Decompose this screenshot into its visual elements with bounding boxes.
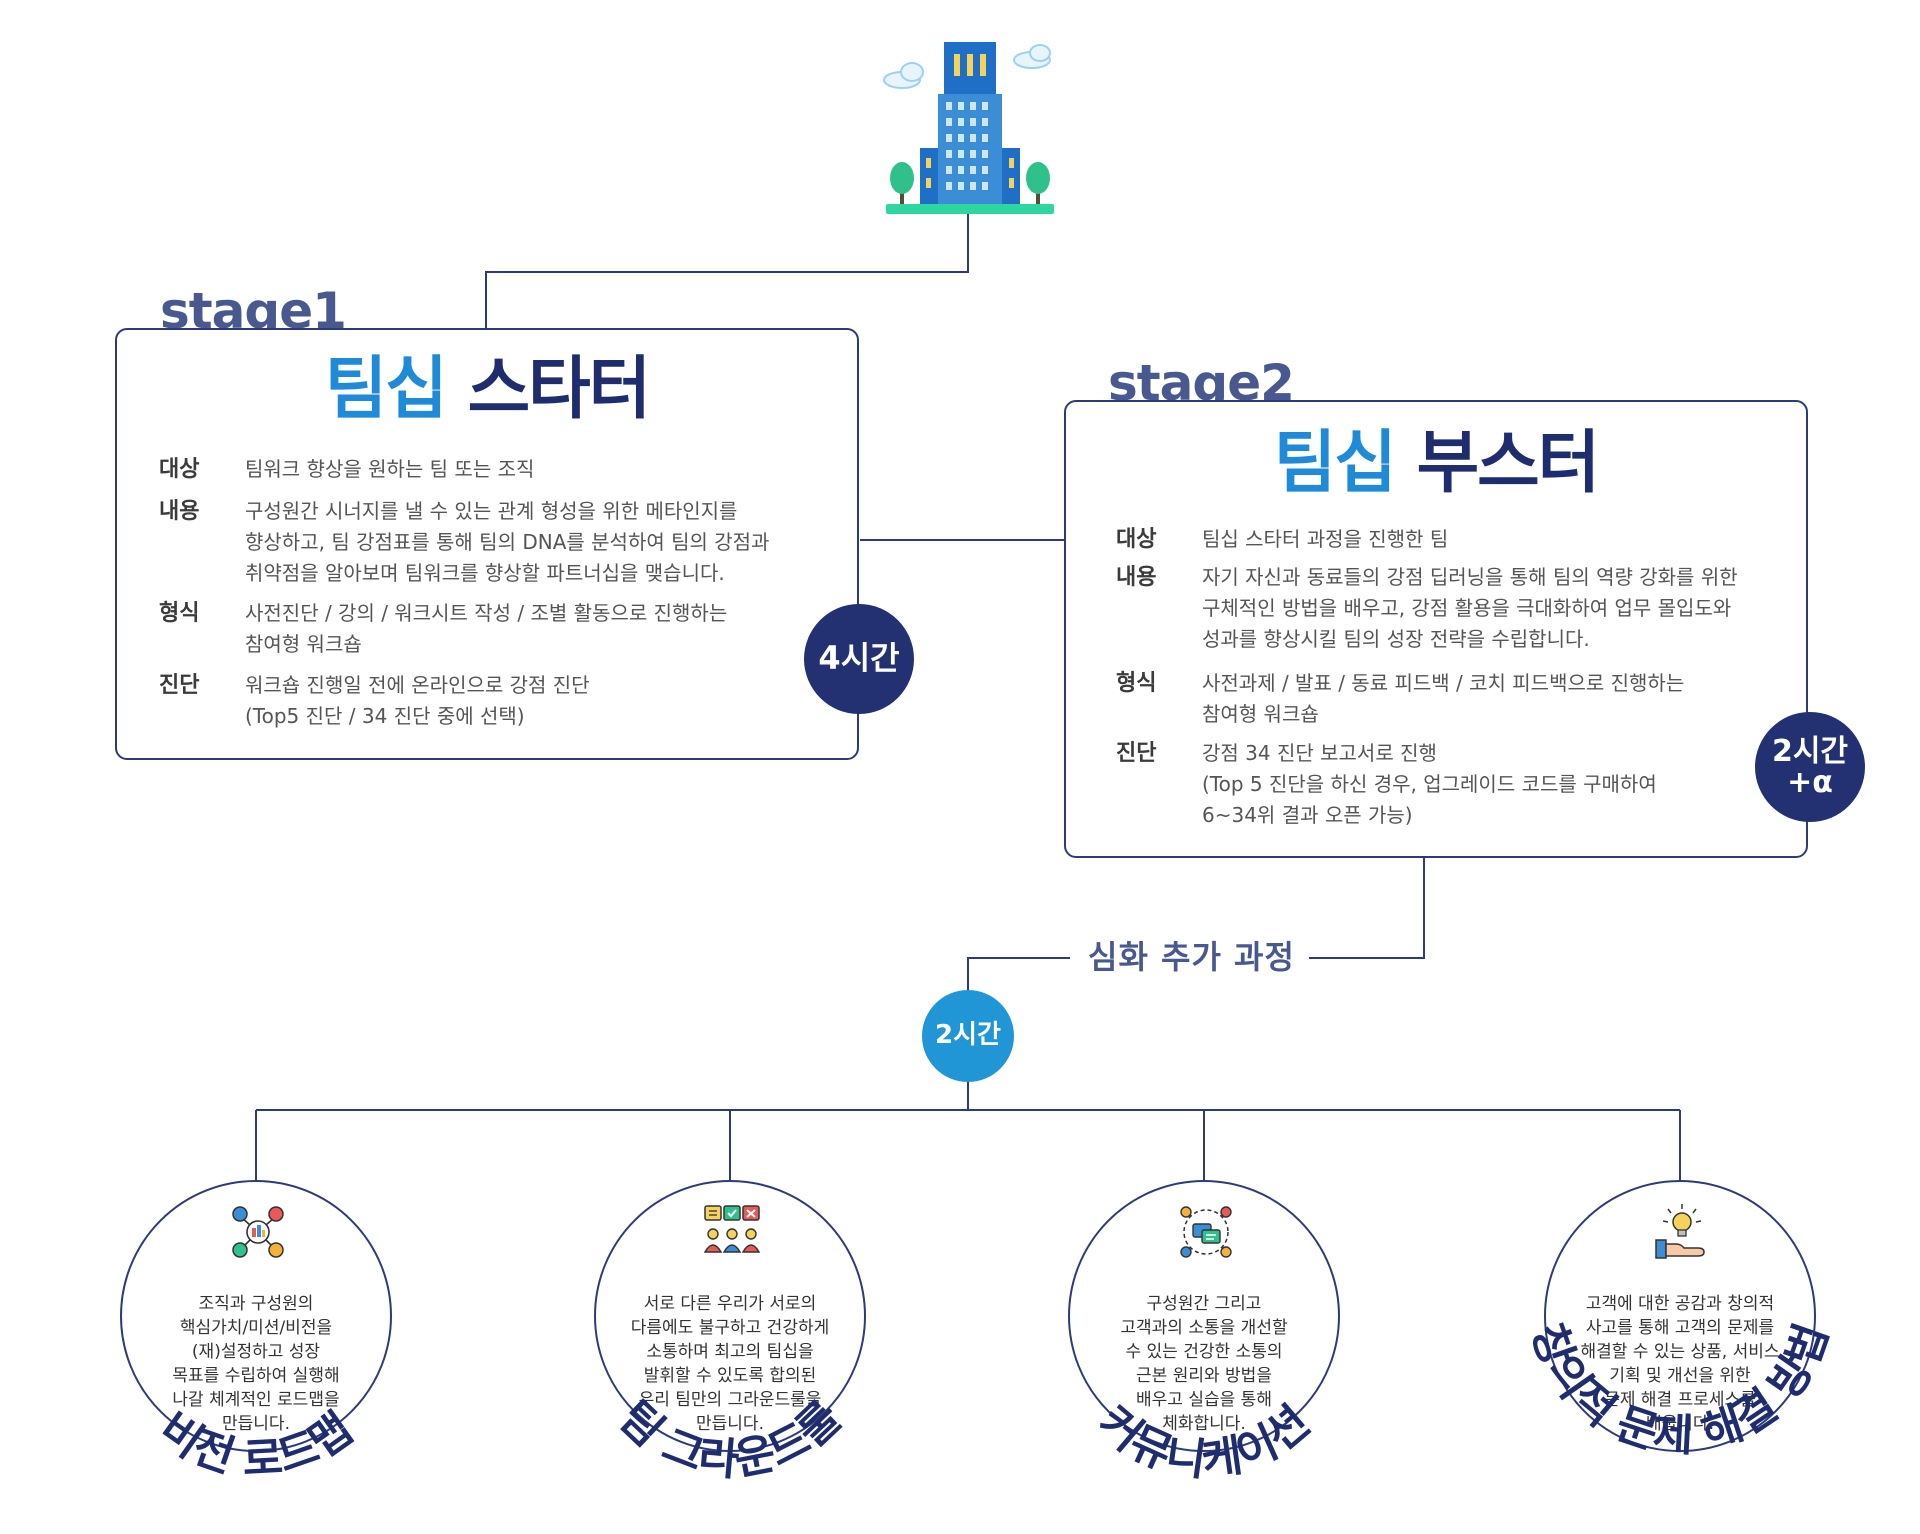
stage2-title: 팀십 부스터 (1066, 430, 1806, 498)
module-desc: 고객에 대한 공감과 창의적 사고를 통해 고객의 문제를 해결할 수 있는 상… (1580, 1294, 1780, 1434)
arc-title-text: 커뮤니케이션 (1088, 1396, 1319, 1486)
arc-title-text: 창의적 문제 해결 방법 (1521, 1317, 1838, 1462)
stage1-row-format: 형식 사전진단 / 강의 / 워크시트 작성 / 조별 활동으로 진행하는 참여… (159, 598, 727, 660)
module-ground-rules: 서로 다른 우리가 서로의 다름에도 불구하고 건강하게 소통하며 최고의 팀십… (594, 1180, 866, 1452)
row-key: 형식 (1116, 671, 1157, 696)
badge-line2: +α (1787, 765, 1833, 800)
row-key: 형식 (159, 601, 200, 626)
row-key: 내용 (159, 499, 200, 524)
stage1-row-target: 대상 팀워크 향상을 원하는 팀 또는 조직 (159, 454, 534, 485)
stage2-label: stage2 (1108, 354, 1295, 412)
badge-line1: 2시간 (1771, 733, 1849, 769)
vision-team-icon (232, 1206, 284, 1258)
stage1-title: 팀십 스타터 (117, 356, 857, 424)
row-value: 사전과제 / 발표 / 동료 피드백 / 코치 피드백으로 진행하는 참여형 워… (1202, 671, 1685, 726)
title-path: 팀 그라운드룰 (609, 1392, 851, 1486)
stage1-row-diagnosis: 진단 워크숍 진행일 전에 온라인으로 강점 진단 (Top5 진단 / 34 … (159, 670, 590, 732)
row-key: 진단 (159, 673, 200, 698)
stage1-row-content: 내용 구성원간 시너지를 낼 수 있는 관계 형성을 위한 메타인지를 향상하고… (159, 496, 769, 589)
row-value: 팀십 스타터 과정을 진행한 팀 (1202, 527, 1449, 551)
module-desc: 서로 다른 우리가 서로의 다름에도 불구하고 건강하게 소통하며 최고의 팀십… (630, 1294, 830, 1434)
row-value: 팀워크 향상을 원하는 팀 또는 조직 (245, 457, 535, 481)
arc-title-text: 비전 로드맵 (150, 1403, 362, 1486)
communication-icon (1180, 1206, 1232, 1258)
idea-hand-icon (1655, 1204, 1705, 1259)
deep-course-label: 심화 추가 과정 (1074, 941, 1309, 973)
deep-duration-badge: 2시간 (922, 990, 1014, 1082)
row-value: 강점 34 진단 보고서로 진행 (Top 5 진단을 하신 경우, 업그레이드… (1202, 741, 1657, 827)
module-desc: 구성원간 그리고 고객과의 소통을 개선할 수 있는 건강한 소통의 근본 원리… (1120, 1294, 1288, 1434)
stage1-card: 팀십 스타터 대상 팀워크 향상을 원하는 팀 또는 조직 내용 구성원간 시너… (115, 328, 859, 760)
stage2-row-format: 형식 사전과제 / 발표 / 동료 피드백 / 코치 피드백으로 진행하는 참여… (1116, 668, 1684, 730)
stage2-row-diagnosis: 진단 강점 34 진단 보고서로 진행 (Top 5 진단을 하신 경우, 업그… (1116, 738, 1657, 831)
stage2-card: 팀십 부스터 대상 팀십 스타터 과정을 진행한 팀 내용 자기 자신과 동료들… (1064, 400, 1808, 858)
title-path: 창의적 문제 해결 방법 (1521, 1317, 1838, 1462)
module-vision-roadmap: 조직과 구성원의 핵심가치/미션/비전을 (재)설정하고 성장 목표를 수립하여… (120, 1180, 392, 1452)
stage1-title-part1: 팀십 (324, 350, 448, 429)
stage1-label: stage1 (160, 282, 347, 340)
module-communication: 구성원간 그리고 고객과의 소통을 개선할 수 있는 건강한 소통의 근본 원리… (1068, 1180, 1340, 1452)
row-value: 자기 자신과 동료들의 강점 딥러닝을 통해 팀의 역량 강화를 위한 구체적인… (1202, 565, 1738, 651)
stage2-title-part2: 부스터 (1416, 424, 1601, 503)
arc-title-text: 팀 그라운드룰 (609, 1392, 851, 1486)
row-value: 워크숍 진행일 전에 온라인으로 강점 진단 (Top5 진단 / 34 진단 … (245, 673, 590, 728)
module-title-communication: 커뮤니케이션 (1088, 1396, 1319, 1486)
title-path: 비전 로드맵 (150, 1403, 362, 1486)
stage2-row-target: 대상 팀십 스타터 과정을 진행한 팀 (1116, 524, 1448, 555)
row-key: 진단 (1116, 741, 1157, 766)
module-desc: 조직과 구성원의 핵심가치/미션/비전을 (재)설정하고 성장 목표를 수립하여… (172, 1294, 340, 1434)
row-key: 대상 (159, 457, 200, 482)
building-icon (883, 42, 1054, 214)
stage2-row-content: 내용 자기 자신과 동료들의 강점 딥러닝을 통해 팀의 역량 강화를 위한 구… (1116, 562, 1738, 655)
stage2-title-part1: 팀십 (1273, 424, 1397, 503)
stage2-duration-badge: 2시간 +α (1755, 712, 1865, 822)
module-title-creative-problem-solving: 창의적 문제 해결 방법 (1521, 1317, 1838, 1462)
row-value: 구성원간 시너지를 낼 수 있는 관계 형성을 위한 메타인지를 향상하고, 팀… (245, 499, 770, 585)
module-title-ground-rules: 팀 그라운드룰 (609, 1392, 851, 1486)
stage1-duration-badge: 4시간 (804, 604, 914, 714)
ground-rules-icon (703, 1205, 761, 1253)
module-title-vision-roadmap: 비전 로드맵 (150, 1403, 362, 1486)
module-creative-problem-solving: 고객에 대한 공감과 창의적 사고를 통해 고객의 문제를 해결할 수 있는 상… (1544, 1180, 1816, 1452)
row-value: 사전진단 / 강의 / 워크시트 작성 / 조별 활동으로 진행하는 참여형 워… (245, 601, 728, 656)
title-path: 커뮤니케이션 (1088, 1396, 1319, 1486)
row-key: 내용 (1116, 565, 1157, 590)
stage1-title-part2: 스타터 (467, 350, 652, 429)
row-key: 대상 (1116, 527, 1157, 552)
